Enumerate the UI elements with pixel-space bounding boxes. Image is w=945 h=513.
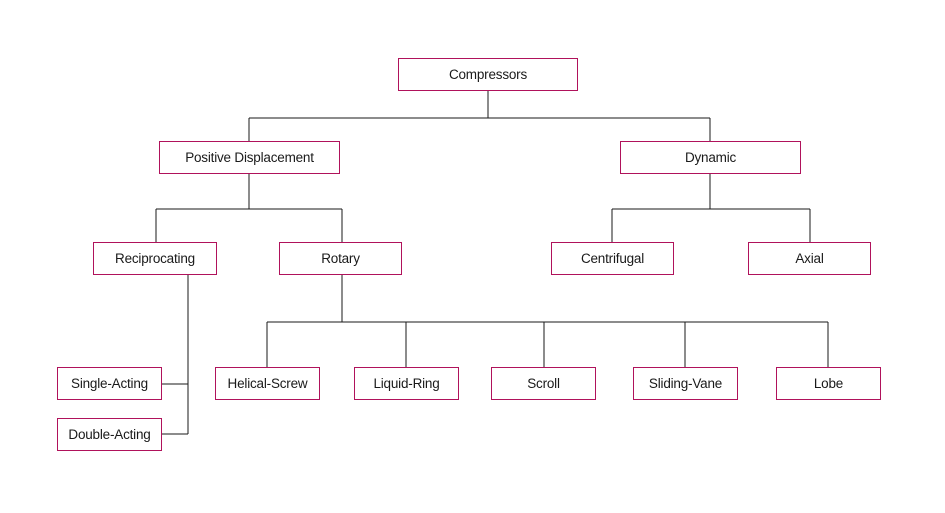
node-compressors: Compressors	[398, 58, 578, 91]
node-helical-screw: Helical-Screw	[215, 367, 320, 400]
node-centrifugal: Centrifugal	[551, 242, 674, 275]
node-reciprocating: Reciprocating	[93, 242, 217, 275]
node-rotary: Rotary	[279, 242, 402, 275]
node-dynamic: Dynamic	[620, 141, 801, 174]
node-axial: Axial	[748, 242, 871, 275]
node-single-acting: Single-Acting	[57, 367, 162, 400]
node-double-acting: Double-Acting	[57, 418, 162, 451]
node-lobe: Lobe	[776, 367, 881, 400]
node-positive-displacement: Positive Displacement	[159, 141, 340, 174]
node-liquid-ring: Liquid-Ring	[354, 367, 459, 400]
node-scroll: Scroll	[491, 367, 596, 400]
node-sliding-vane: Sliding-Vane	[633, 367, 738, 400]
